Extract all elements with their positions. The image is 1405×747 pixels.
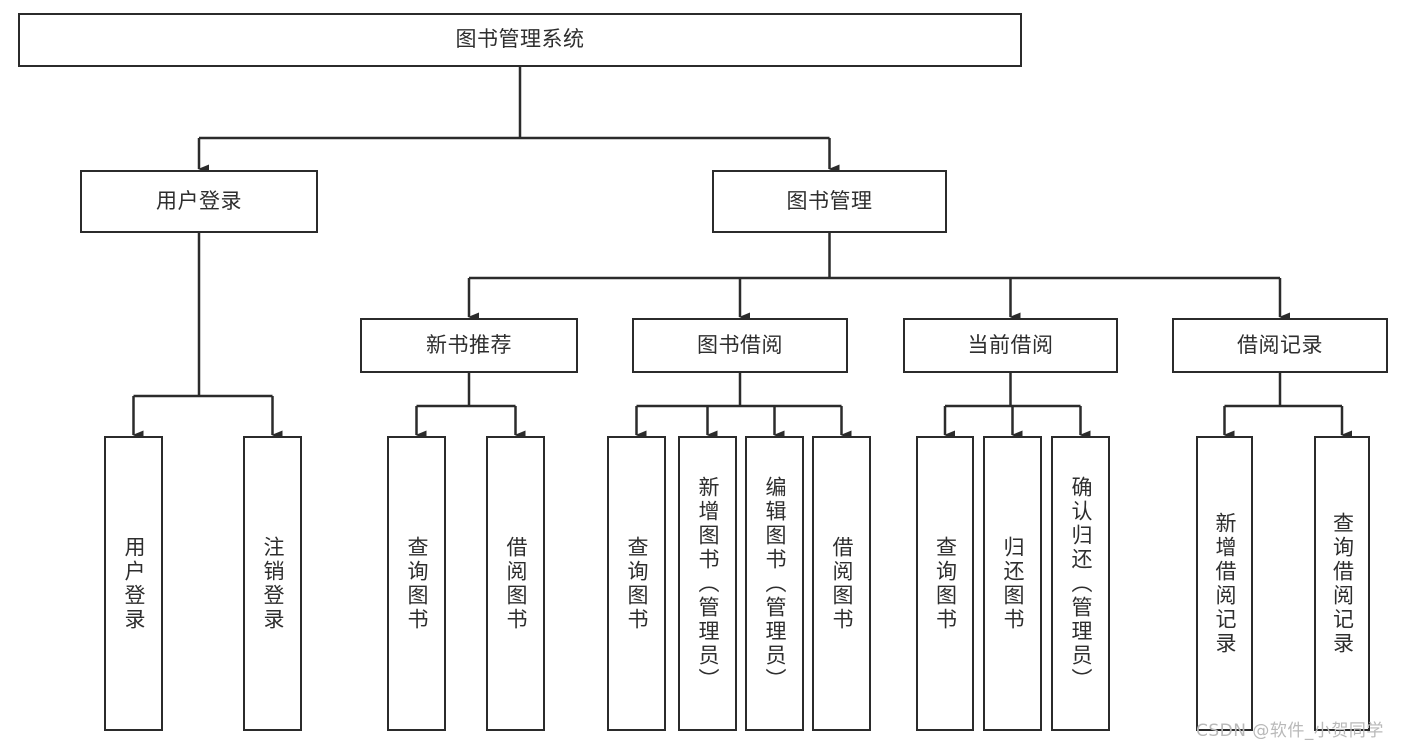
node-new-book-recommend[interactable]: 新书推荐 [360, 318, 578, 373]
node-label-return-book: 归还图书 [1001, 535, 1025, 632]
node-label-borrow-book-2: 借阅图书 [830, 535, 854, 632]
node-label-query-book-1: 查询图书 [405, 535, 429, 632]
node-book-borrow[interactable]: 图书借阅 [632, 318, 848, 373]
node-label-add-borrow-record: 新增借阅记录 [1213, 511, 1237, 656]
node-query-book-2[interactable]: 查询图书 [607, 436, 666, 731]
node-label-user-login-do: 用户登录 [122, 535, 146, 632]
node-borrow-record[interactable]: 借阅记录 [1172, 318, 1388, 373]
node-confirm-return-admin[interactable]: 确认归还（管理员） [1051, 436, 1110, 731]
node-book-manage[interactable]: 图书管理 [712, 170, 947, 233]
node-return-book[interactable]: 归还图书 [983, 436, 1042, 731]
node-label-query-book-2: 查询图书 [625, 535, 649, 632]
node-query-book-1[interactable]: 查询图书 [387, 436, 446, 731]
node-label-user-login: 用户登录 [156, 188, 242, 213]
node-label-query-book-3: 查询图书 [933, 535, 958, 632]
node-root[interactable]: 图书管理系统 [18, 13, 1022, 67]
node-label-new-book-recommend: 新书推荐 [426, 332, 512, 357]
node-edit-book-admin[interactable]: 编辑图书（管理员） [745, 436, 804, 731]
node-label-query-borrow-record: 查询借阅记录 [1330, 511, 1355, 656]
node-borrow-book-1[interactable]: 借阅图书 [486, 436, 545, 731]
node-user-login-do[interactable]: 用户登录 [104, 436, 163, 731]
node-user-logout[interactable]: 注销登录 [243, 436, 302, 731]
node-label-borrow-book-1: 借阅图书 [504, 535, 528, 632]
node-add-book-admin[interactable]: 新增图书（管理员） [678, 436, 737, 731]
node-current-borrow[interactable]: 当前借阅 [903, 318, 1118, 373]
node-add-borrow-record[interactable]: 新增借阅记录 [1196, 436, 1253, 731]
node-label-root: 图书管理系统 [455, 27, 585, 52]
node-label-borrow-record: 借阅记录 [1237, 332, 1323, 357]
node-label-book-manage: 图书管理 [786, 188, 873, 213]
node-query-borrow-record[interactable]: 查询借阅记录 [1314, 436, 1370, 731]
node-label-current-borrow: 当前借阅 [967, 332, 1054, 357]
watermark-text: CSDN @软件_小贺同学 [1196, 721, 1384, 741]
node-user-login[interactable]: 用户登录 [80, 170, 318, 233]
node-label-user-logout: 注销登录 [261, 535, 285, 632]
node-label-add-book-admin: 新增图书（管理员） [696, 475, 720, 692]
node-label-edit-book-admin: 编辑图书（管理员） [763, 475, 787, 692]
node-borrow-book-2[interactable]: 借阅图书 [812, 436, 871, 731]
node-query-book-3[interactable]: 查询图书 [916, 436, 974, 731]
node-label-book-borrow: 图书借阅 [697, 332, 783, 357]
node-label-confirm-return-admin: 确认归还（管理员） [1069, 475, 1093, 692]
connector-lines [132, 67, 1352, 440]
